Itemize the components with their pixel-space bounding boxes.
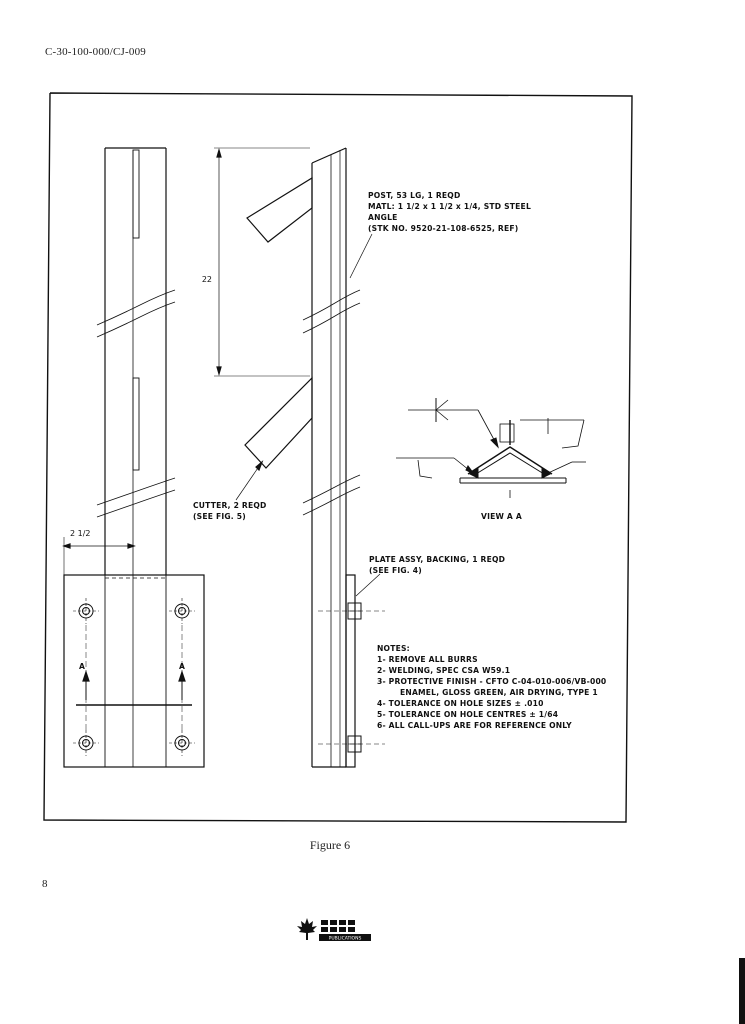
svg-text:MATL: 1 1/2 x 1 1/2 x 1/4, STD: MATL: 1 1/2 x 1 1/2 x 1/4, STD STEEL [368, 202, 531, 211]
section-marker-left: A [79, 662, 85, 671]
dnd-publications-logo: PUBLICATIONS [297, 918, 371, 942]
note-item: 6- ALL CALL-UPS ARE FOR REFERENCE ONLY [377, 721, 572, 730]
bolt [318, 735, 385, 753]
notes-block: NOTES: 1- REMOVE ALL BURRS 2- WELDING, S… [377, 644, 606, 730]
svg-text:PLATE ASSY, BACKING, 1 REQD: PLATE ASSY, BACKING, 1 REQD [369, 555, 505, 564]
bolt [318, 602, 385, 620]
plate-label: PLATE ASSY, BACKING, 1 REQD (SEE FIG. 4) [369, 555, 505, 575]
dimension-22: 22 [202, 275, 212, 284]
note-item: ENAMEL, GLOSS GREEN, AIR DRYING, TYPE 1 [400, 688, 598, 697]
cutter-label: CUTTER, 2 REQD (SEE FIG. 5) [193, 501, 267, 521]
document-code: C-30-100-000/CJ-009 [45, 46, 146, 58]
note-item: 2- WELDING, SPEC CSA W59.1 [377, 666, 510, 675]
svg-text:(SEE FIG. 5): (SEE FIG. 5) [193, 512, 246, 521]
bolt-hole [73, 730, 99, 756]
svg-text:(SEE FIG. 4): (SEE FIG. 4) [369, 566, 422, 575]
view-a-a-label: VIEW A A [481, 512, 522, 521]
bolt-hole [73, 598, 99, 624]
post-side-view [214, 147, 385, 768]
cutter-upper [246, 176, 313, 243]
svg-text:ANGLE: ANGLE [368, 213, 398, 222]
drawing-frame [43, 92, 633, 823]
post-front-view [62, 147, 205, 768]
note-item: 4- TOLERANCE ON HOLE SIZES ± .010 [377, 699, 544, 708]
scan-edge-mark [739, 958, 745, 1024]
page-number: 8 [42, 878, 48, 890]
svg-text:POST, 53 LG, 1 REQD: POST, 53 LG, 1 REQD [368, 191, 460, 200]
figure-caption: Figure 6 [309, 838, 351, 852]
maple-leaf-icon [297, 918, 317, 940]
bolt-hole [169, 730, 195, 756]
cutter-lower [244, 376, 313, 469]
note-item: 5- TOLERANCE ON HOLE CENTRES ± 1/64 [377, 710, 558, 719]
post-label: POST, 53 LG, 1 REQD MATL: 1 1/2 x 1 1/2 … [368, 191, 531, 233]
svg-text:(STK NO. 9520-21-108-6525, REF: (STK NO. 9520-21-108-6525, REF) [368, 224, 518, 233]
logo-text: PUBLICATIONS [329, 936, 362, 942]
dimension-2-5: 2 1/2 [70, 529, 91, 538]
note-item: 3- PROTECTIVE FINISH - CFTO C-04-010-006… [377, 677, 606, 686]
notes-title: NOTES: [377, 644, 410, 653]
note-item: 1- REMOVE ALL BURRS [377, 655, 478, 664]
bolt-hole [169, 598, 195, 624]
view-a-a-detail [396, 398, 586, 498]
section-marker-right: A [179, 662, 185, 671]
svg-text:CUTTER, 2 REQD: CUTTER, 2 REQD [193, 501, 267, 510]
